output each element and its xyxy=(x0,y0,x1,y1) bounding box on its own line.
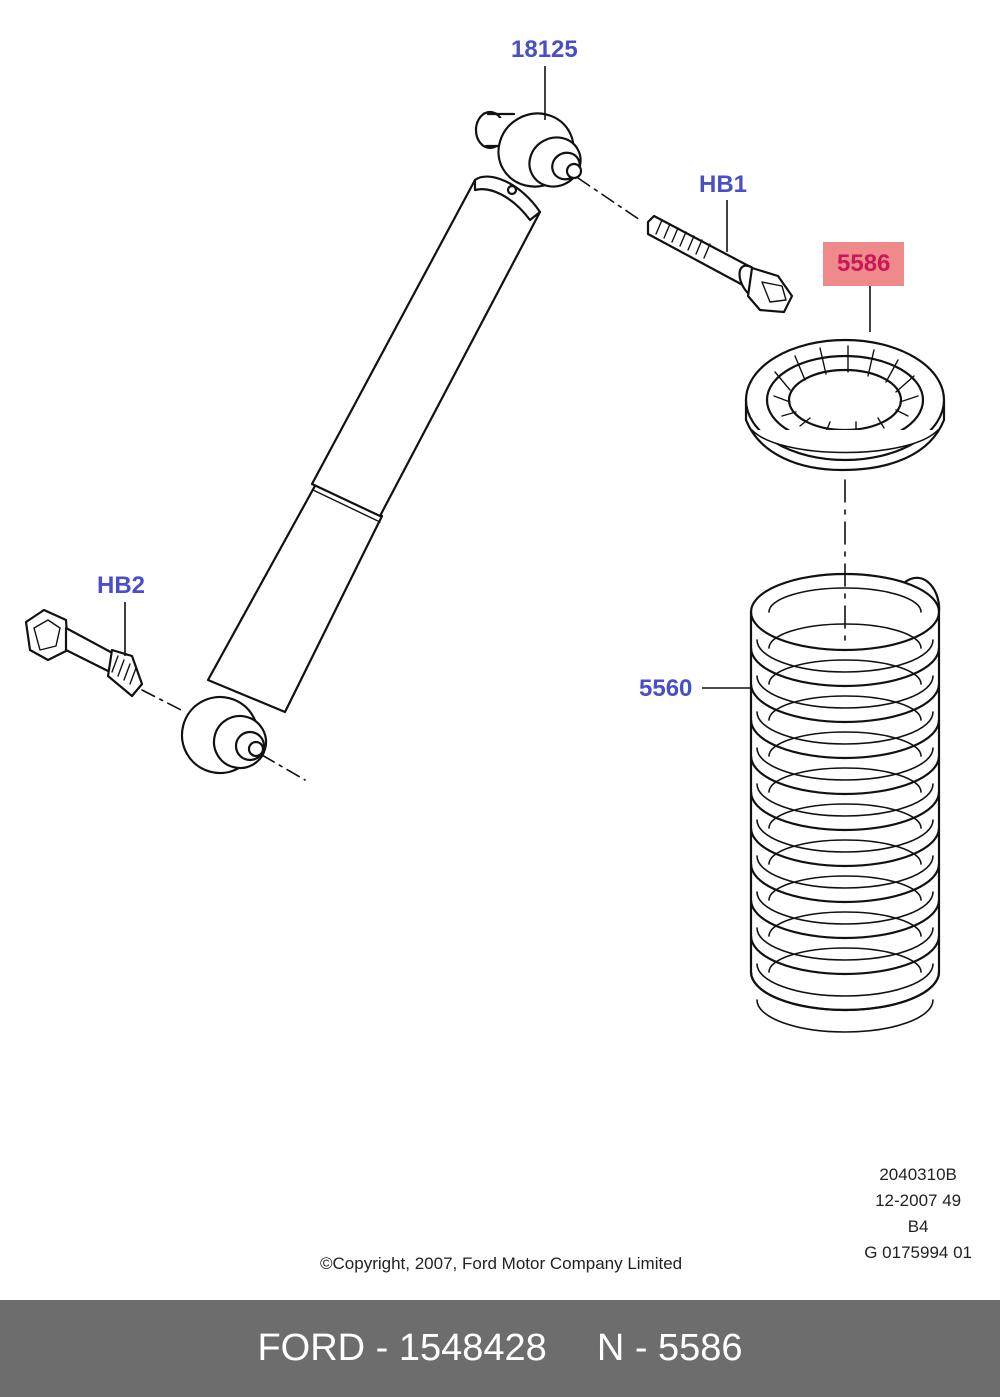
coil-spring xyxy=(749,572,941,1033)
drawing-section: B4 xyxy=(907,1217,929,1236)
drawing-date: 12-2007 49 xyxy=(875,1191,962,1210)
footer-bar: FORD - 1548428 N - 5586 xyxy=(0,1300,1000,1397)
spring-coil-back xyxy=(768,839,922,865)
footer-reference: N - 5586 xyxy=(596,1327,743,1369)
spring-coil-back xyxy=(768,587,922,613)
spring-coil-front-inner xyxy=(756,711,934,745)
spring-coil-front-inner xyxy=(756,999,934,1033)
spring-coil-back xyxy=(768,695,922,721)
exploded-parts-diagram xyxy=(24,66,946,1033)
callout-upper-bolt: HB1 xyxy=(699,171,748,198)
spring-coil-front xyxy=(749,934,941,976)
spring-top-end xyxy=(749,572,941,614)
callout-shock-absorber: 18125 xyxy=(511,36,578,63)
spring-coil-back xyxy=(768,659,922,685)
spring-coil-front-inner xyxy=(756,747,934,781)
callout-coil-spring: 5560 xyxy=(639,675,693,702)
upper-bolt xyxy=(646,214,794,314)
spring-coil-back xyxy=(768,875,922,901)
spring-coil-front xyxy=(749,610,941,652)
spring-coil-front xyxy=(749,826,941,868)
drawing-number: 2040310B xyxy=(879,1165,957,1184)
spring-coil-back xyxy=(768,911,922,937)
drawing-id: G 0175994 01 xyxy=(864,1243,972,1262)
spring-coil-back xyxy=(768,731,922,757)
spring-coil-front xyxy=(749,754,941,796)
lower-eye xyxy=(180,695,268,775)
spring-coil-front-inner xyxy=(756,819,934,853)
shock-absorber xyxy=(141,110,641,781)
spring-coil-front-inner xyxy=(756,675,934,709)
spring-coil-front xyxy=(749,862,941,904)
spring-coil-front-inner xyxy=(756,855,934,889)
spring-coil-back xyxy=(768,623,922,649)
callout-lower-bolt: HB2 xyxy=(97,572,146,599)
spring-coil-front xyxy=(749,646,941,688)
spring-coil-front xyxy=(749,970,941,1012)
spring-coil-back xyxy=(768,803,922,829)
spring-coil-front-inner xyxy=(756,783,934,817)
spring-coil-front-inner xyxy=(756,963,934,997)
footer-part-number: FORD - 1548428 xyxy=(257,1327,547,1369)
spring-bottom-end xyxy=(749,970,941,1012)
spring-coil-front xyxy=(749,718,941,760)
spring-coil-front xyxy=(749,790,941,832)
upper-eye xyxy=(474,110,583,188)
spring-coil-front-inner xyxy=(756,639,934,673)
drawing-reference: 2040310B 12-2007 49 B4 G 0175994 01 xyxy=(864,1162,972,1266)
spring-coil-front xyxy=(749,898,941,940)
lower-bolt xyxy=(24,608,144,698)
spring-coil-back xyxy=(768,947,922,973)
spring-coil-front-inner xyxy=(756,927,934,961)
spring-coil-back xyxy=(768,767,922,793)
spring-coil-front xyxy=(749,682,941,724)
spring-seat xyxy=(744,338,946,472)
copyright-notice: ©Copyright, 2007, Ford Motor Company Lim… xyxy=(320,1254,683,1273)
spring-coil-front-inner xyxy=(756,891,934,925)
callout-spring-seat: 5586 xyxy=(823,242,905,286)
